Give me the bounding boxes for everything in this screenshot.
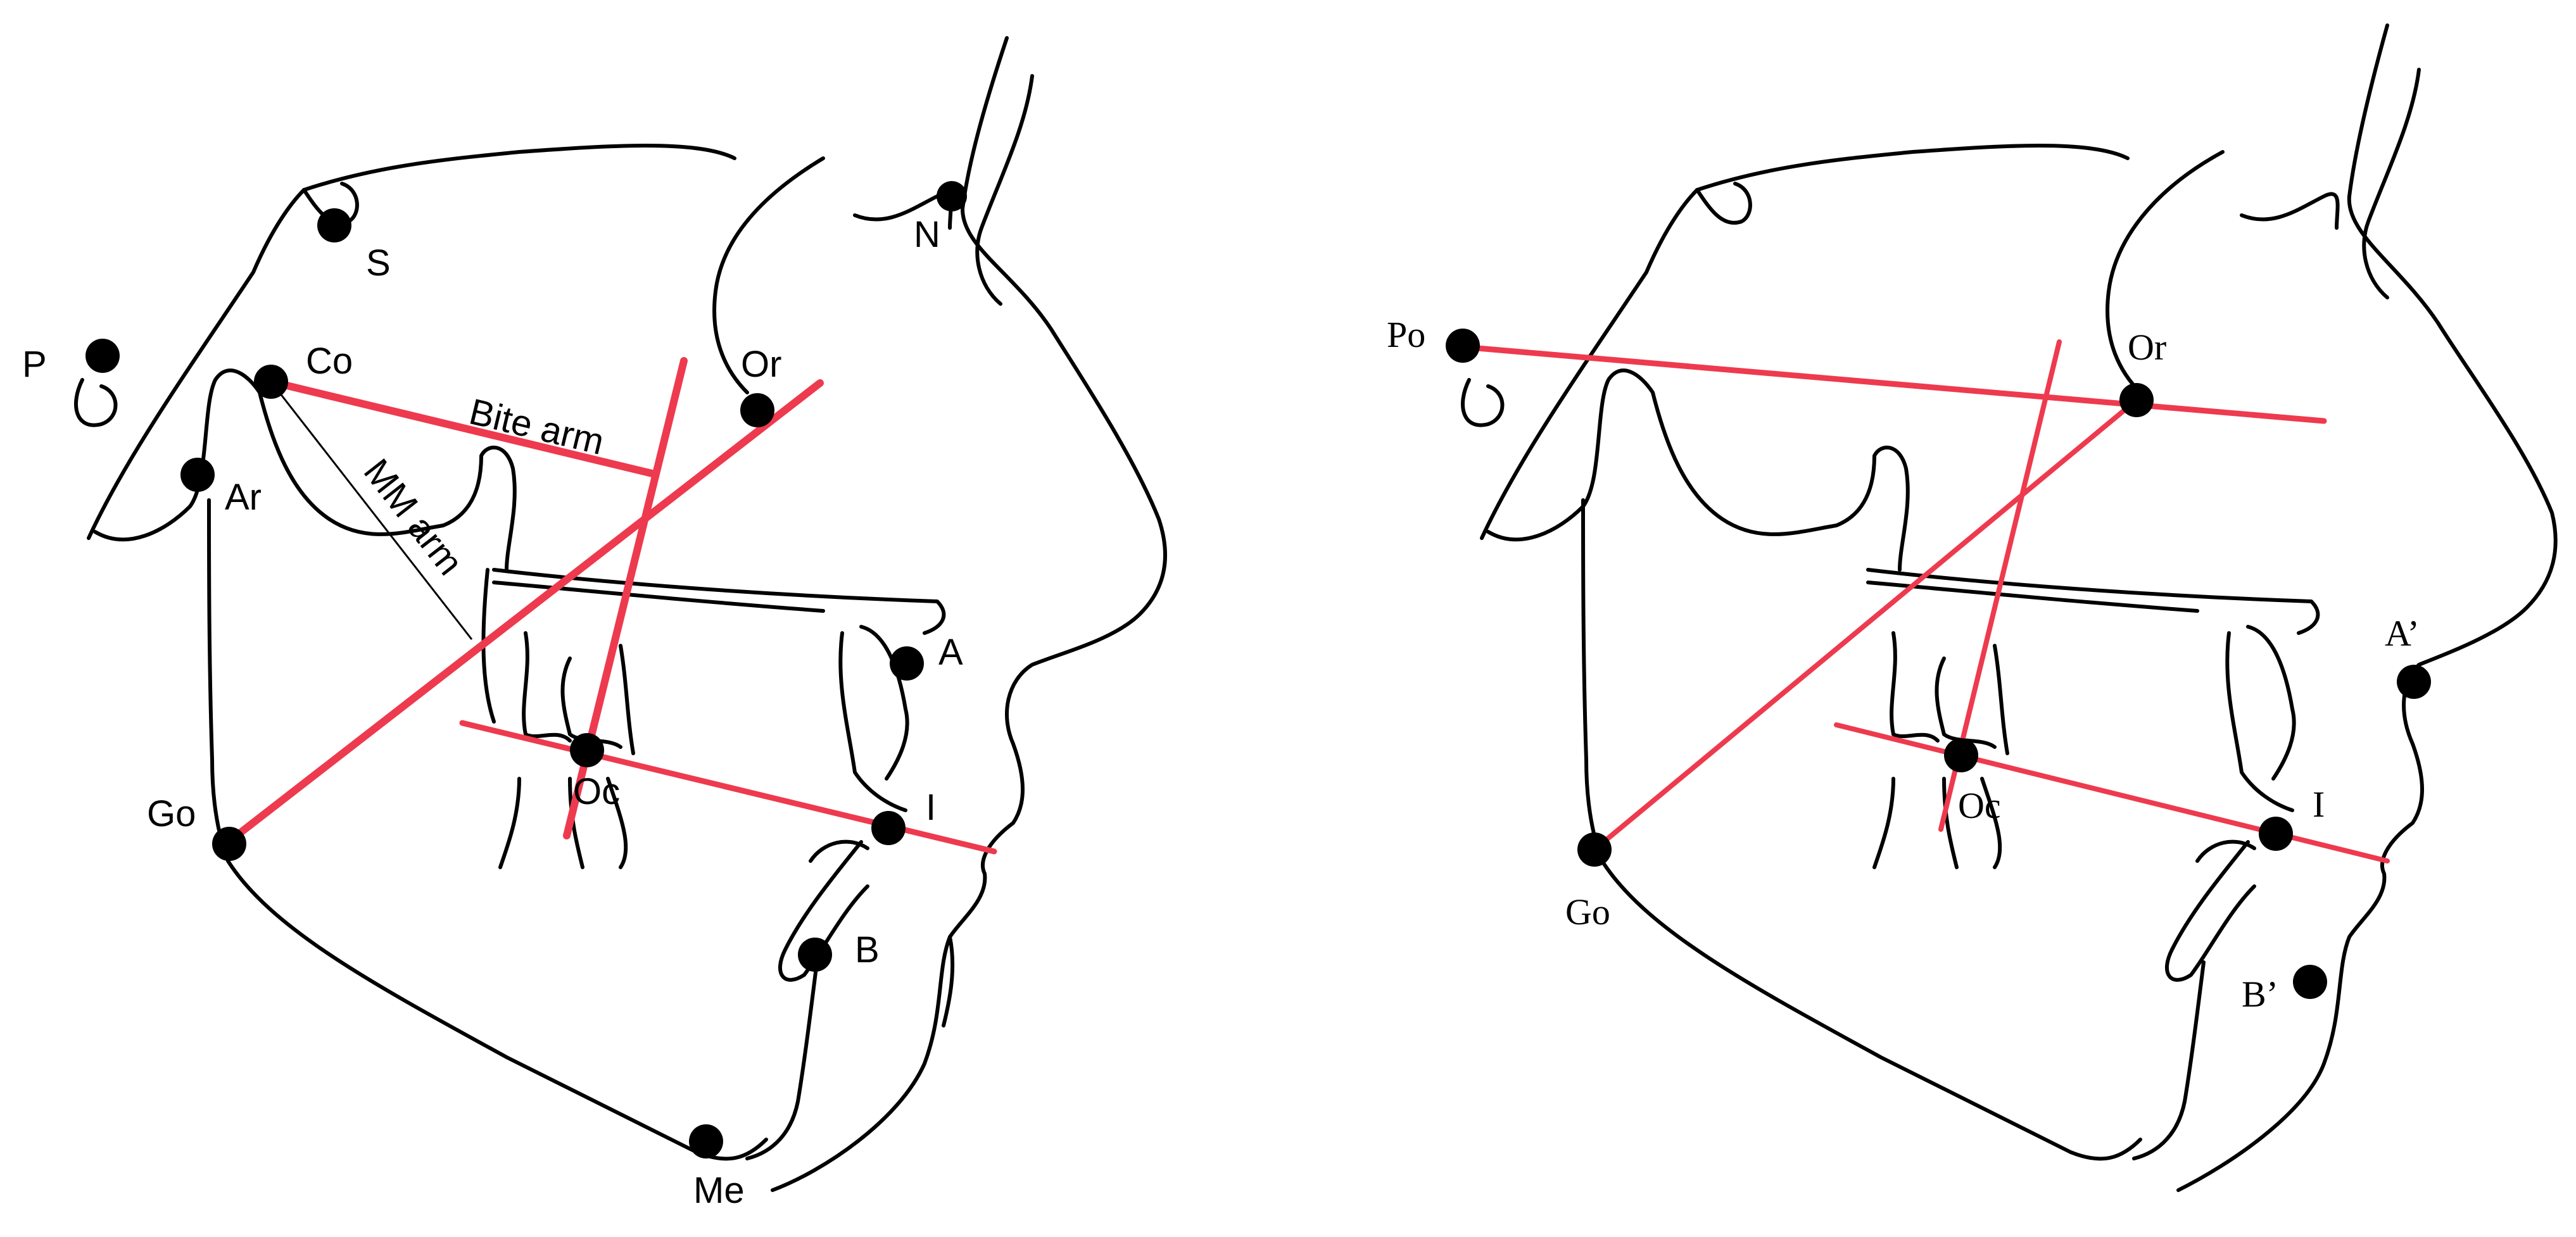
landmark-i-right: [2259, 817, 2293, 851]
label-i-right: I: [2313, 784, 2325, 825]
label-or-right: Or: [2128, 327, 2166, 368]
occlusal-plane-line-right: [1834, 722, 2390, 863]
landmark-po: [1446, 329, 1480, 363]
left-cephalogram: P S N Co Ar Or A Oc I Go B Me Bite arm M…: [22, 36, 1167, 1211]
label-me: Me: [693, 1170, 745, 1211]
label-po: Po: [1387, 314, 1425, 355]
label-i: I: [926, 787, 936, 828]
label-b: B: [855, 929, 880, 970]
landmark-oc-right: [1944, 738, 1978, 772]
label-b-prime: B’: [2242, 974, 2278, 1015]
right-tracing: [1461, 23, 2558, 1192]
label-ar: Ar: [225, 477, 262, 518]
label-n: N: [914, 214, 940, 255]
label-oc-right: Oc: [1958, 785, 2001, 826]
landmark-n: [937, 181, 967, 211]
label-or: Or: [741, 344, 781, 385]
go-or-line: [237, 379, 824, 836]
landmark-or-right: [2119, 383, 2154, 417]
label-a: A: [938, 632, 963, 673]
landmark-oc: [570, 733, 604, 767]
label-go-right: Go: [1565, 891, 1610, 932]
left-landmarks: [85, 181, 967, 1159]
label-go: Go: [147, 793, 196, 834]
mm-arm-line: [270, 381, 473, 640]
frankfort-horizontal-line: [1460, 344, 2327, 424]
right-cephalogram: Po Or A’ Oc I Go B’: [1387, 23, 2558, 1192]
landmark-ar: [180, 458, 215, 492]
label-oc: Oc: [573, 771, 620, 812]
landmark-b: [798, 938, 832, 972]
landmark-co: [254, 365, 288, 399]
right-landmarks: [1446, 329, 2431, 999]
left-reference-lines: [237, 357, 997, 855]
landmark-go-right: [1577, 832, 1612, 867]
label-co: Co: [306, 341, 353, 382]
label-p: P: [22, 344, 47, 385]
label-a-prime: A’: [2385, 613, 2420, 654]
bite-arm-line: [267, 378, 656, 477]
landmark-a: [890, 646, 924, 681]
label-bite-arm: Bite arm: [465, 391, 608, 463]
right-labels: Po Or A’ Oc I Go B’: [1387, 314, 2420, 1015]
label-s: S: [366, 242, 391, 284]
landmark-me: [689, 1124, 723, 1159]
landmark-i: [871, 811, 906, 845]
go-or-line-right: [1592, 398, 2139, 852]
occlusal-plane-line: [459, 720, 997, 855]
landmark-or: [740, 393, 774, 427]
landmark-s: [317, 208, 351, 242]
landmark-a-prime: [2397, 665, 2431, 699]
landmark-p: [85, 339, 120, 373]
landmark-b-prime: [2293, 965, 2327, 999]
landmark-go: [212, 827, 246, 861]
